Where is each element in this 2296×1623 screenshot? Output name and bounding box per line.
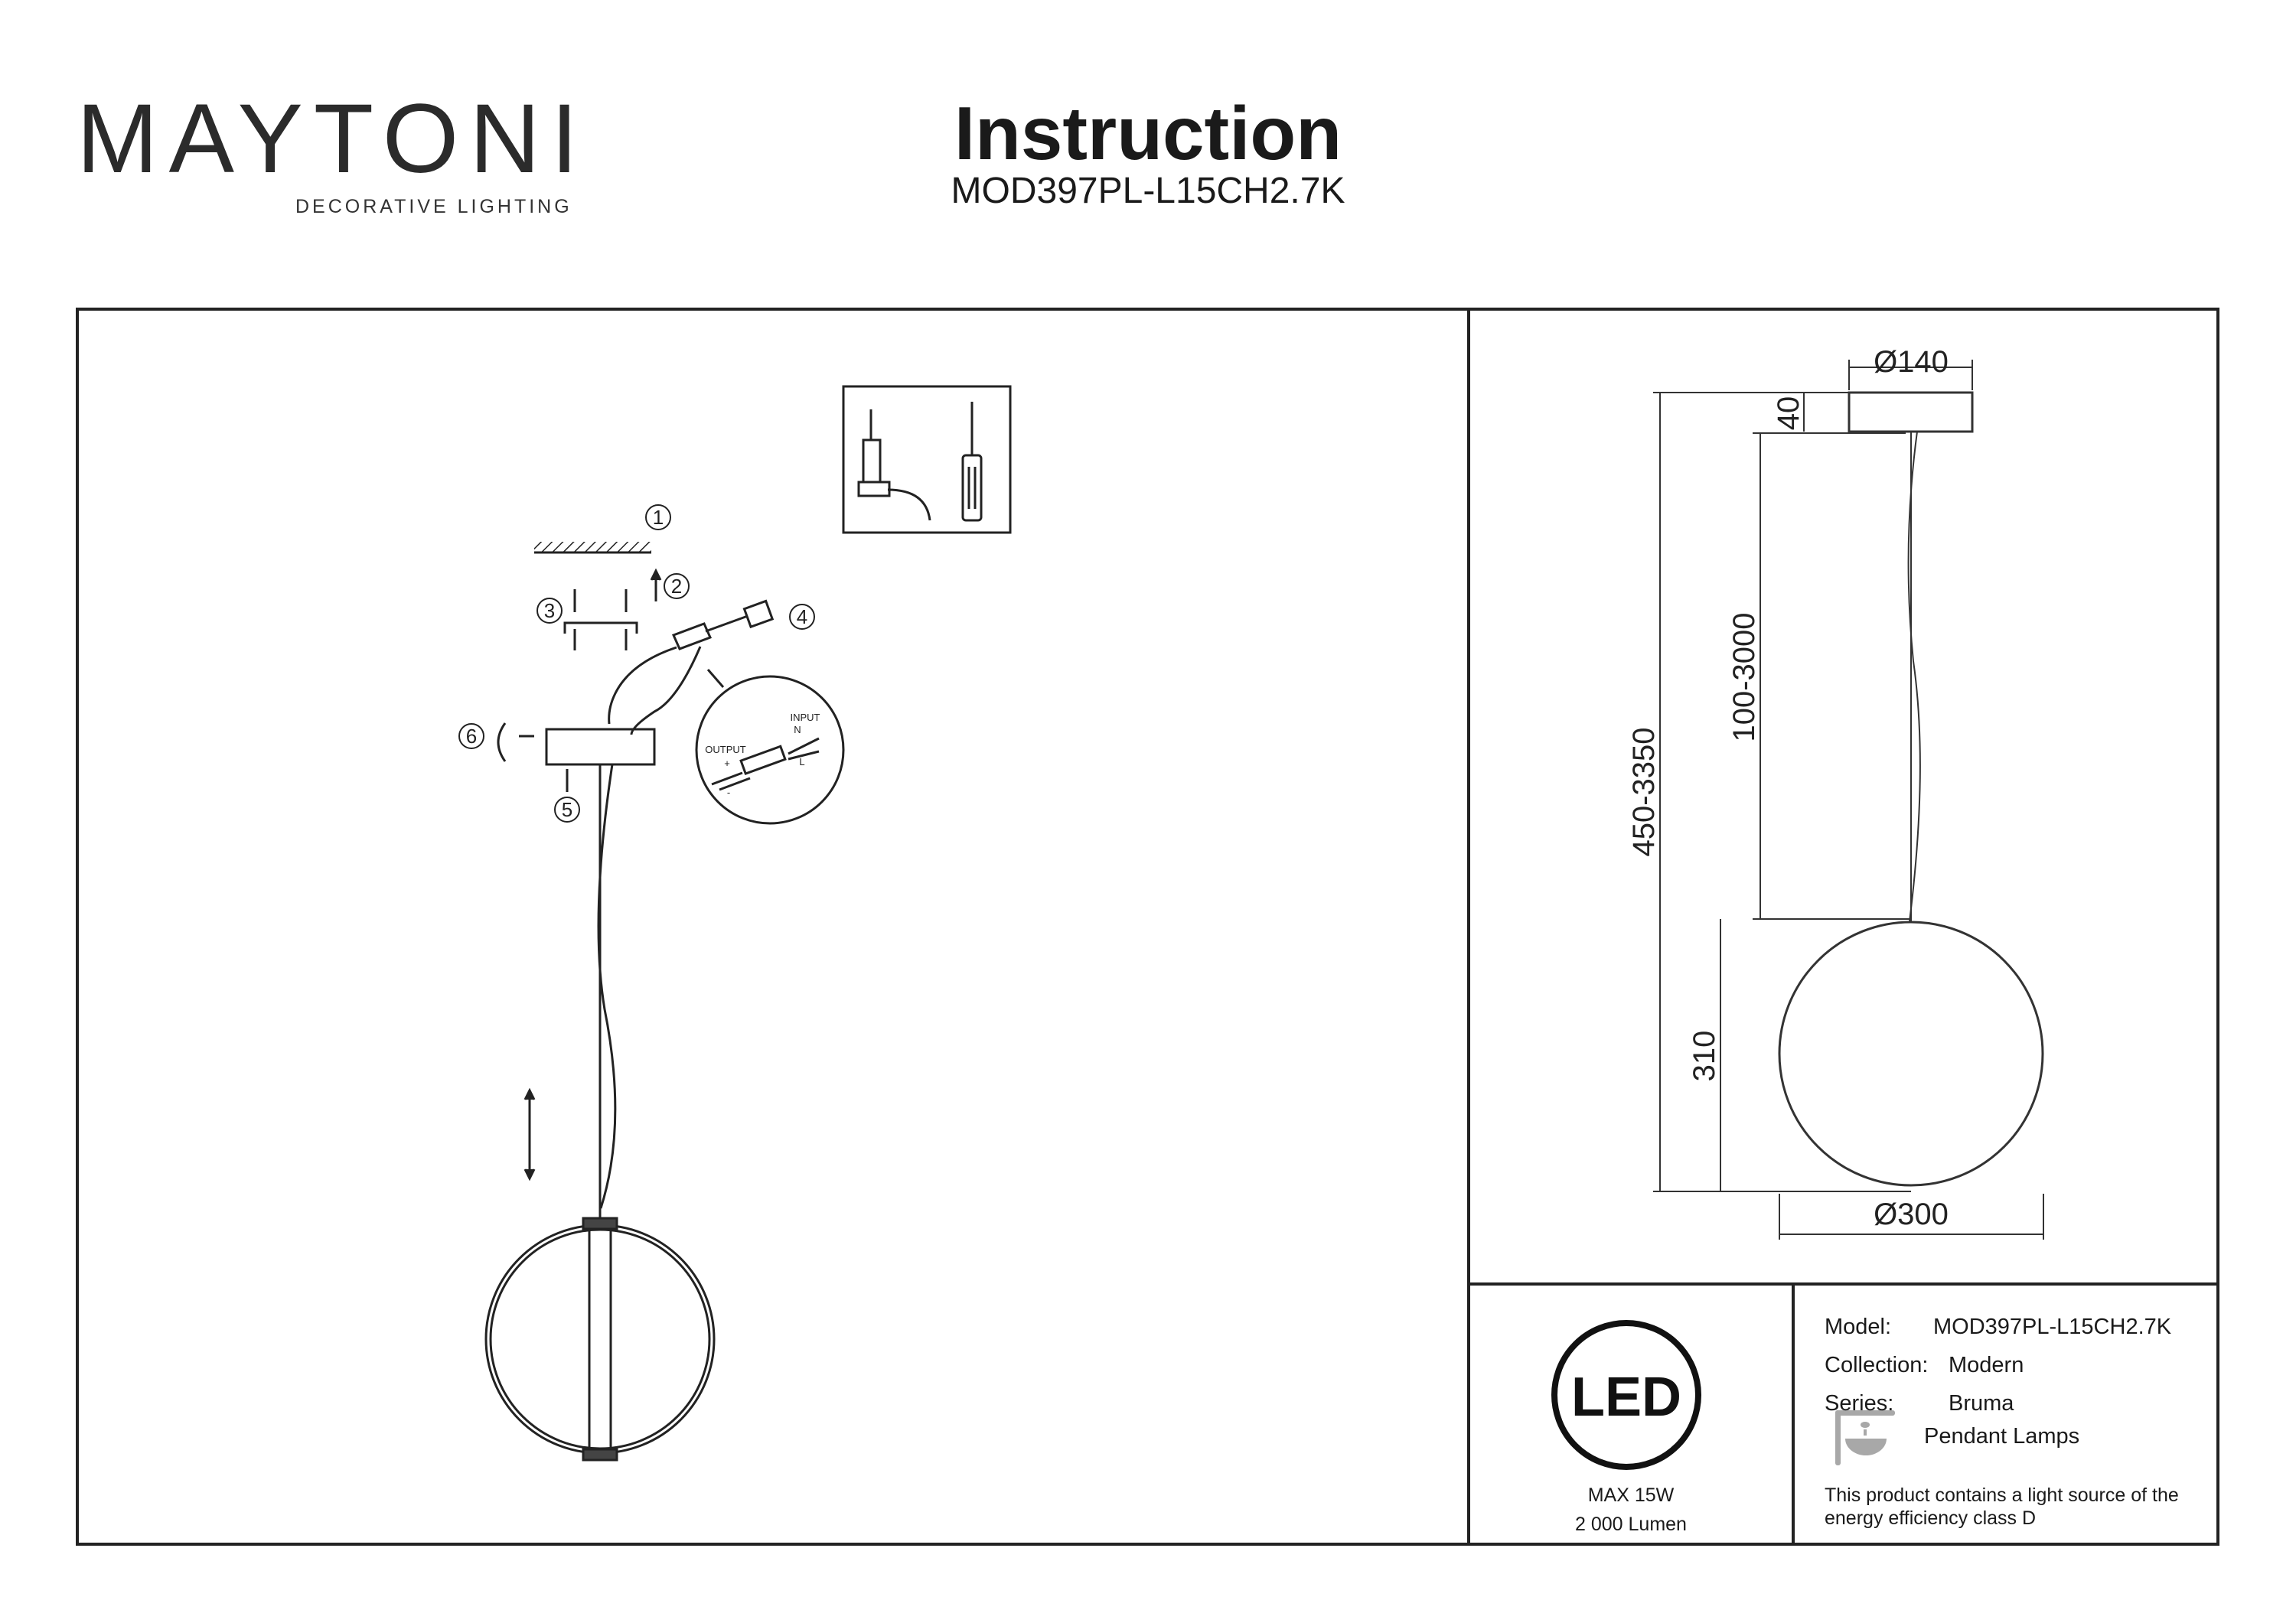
energy-text-line2: energy efficiency class D — [1825, 1507, 2037, 1529]
brand-tagline: DECORATIVE LIGHTING — [295, 196, 572, 217]
step-5: 5 — [562, 798, 572, 821]
canopy — [545, 728, 656, 766]
svg-text:OUTPUT: OUTPUT — [705, 744, 746, 755]
globe-outline — [1778, 921, 2044, 1187]
tools-box — [842, 385, 1012, 534]
dim-canopy-diameter: Ø140 — [1874, 345, 1949, 379]
dim-total-height: 450-3350 — [1627, 727, 1661, 856]
model-label: Model: — [1825, 1315, 1892, 1339]
step-2: 2 — [671, 575, 682, 598]
terminal-block — [742, 599, 775, 629]
canopy-outline — [1848, 391, 1974, 433]
globe-ring — [484, 1224, 716, 1455]
dim-canopy-height: 40 — [1772, 396, 1805, 431]
energy-text-line1: This product contains a light source of … — [1825, 1484, 2179, 1506]
led-power: MAX 15W — [1587, 1484, 1675, 1506]
series-value: Bruma — [1949, 1391, 2014, 1416]
dimension-drawing — [1653, 360, 2044, 1240]
dim-globe-diameter: Ø300 — [1874, 1198, 1949, 1231]
step-3: 3 — [544, 599, 555, 622]
mounting-bracket — [563, 621, 638, 634]
svg-text:+: + — [724, 758, 730, 769]
step-labels: 1 2 3 4 5 6 INPUT N L OUTPUT + - — [458, 504, 820, 823]
drill-icon — [857, 409, 931, 521]
step-1: 1 — [653, 506, 664, 529]
ceiling — [534, 542, 651, 552]
svg-text:INPUT: INPUT — [791, 712, 820, 723]
svg-text:LED: LED — [1571, 1367, 1681, 1428]
rotate-arrow — [497, 722, 507, 762]
model-subtitle: MOD397PL-L15CH2.7K — [951, 171, 1345, 211]
driver — [671, 622, 713, 650]
step-6: 6 — [466, 725, 477, 748]
model-value: MOD397PL-L15CH2.7K — [1933, 1315, 2172, 1339]
collection-value: Modern — [1949, 1353, 2024, 1377]
dim-globe-height: 310 — [1688, 1031, 1721, 1082]
svg-text:N: N — [794, 724, 801, 735]
led-badge: LED — [1551, 1320, 1701, 1470]
page-title: Instruction — [954, 91, 1342, 175]
dim-cable-length: 100-3000 — [1727, 612, 1761, 741]
wiring-detail — [695, 675, 845, 825]
assembly-diagram — [484, 542, 845, 1462]
category-label: Pendant Lamps — [1924, 1424, 2080, 1449]
svg-text:L: L — [799, 756, 804, 768]
pendant-lamp-icon — [1835, 1410, 1895, 1465]
collection-label: Collection: — [1825, 1353, 1929, 1377]
screwdriver-icon — [961, 402, 983, 522]
svg-text:-: - — [727, 787, 730, 798]
step-4: 4 — [797, 605, 807, 628]
main-frame — [76, 308, 2219, 1546]
led-lumen: 2 000 Lumen — [1575, 1514, 1687, 1535]
brand-logo: MAYTONI — [77, 84, 589, 194]
series-label: Series: — [1825, 1391, 1894, 1416]
